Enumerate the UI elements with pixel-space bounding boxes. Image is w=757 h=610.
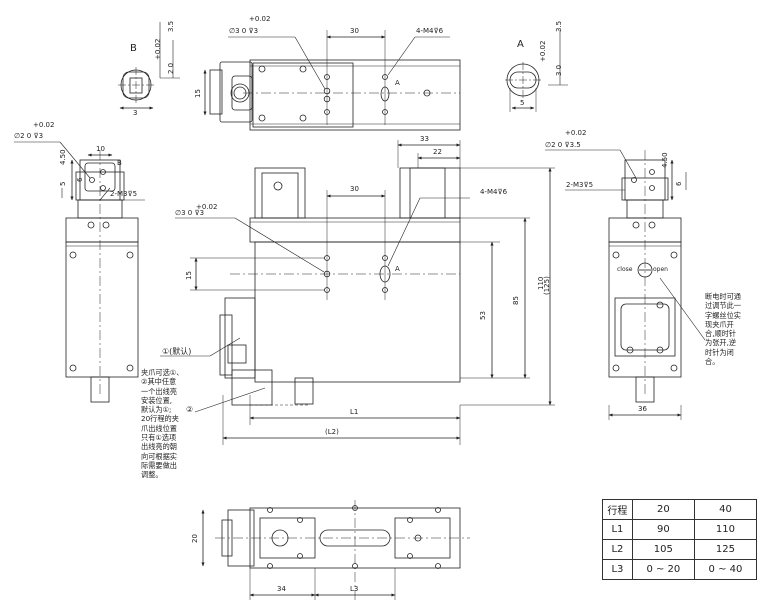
detail-a-dim-5: 5 xyxy=(520,99,525,107)
left-dim-10: 10 xyxy=(96,145,105,153)
left-mark-b: B xyxy=(117,159,122,167)
top-dia-label: ∅3 0 ⊽3 xyxy=(229,27,259,35)
right-dim-6: 6 xyxy=(675,181,683,186)
detail-b-tol: +0.02 xyxy=(154,38,162,60)
right-note: 断电时可通 过调节此一 字螺丝位实 现夹爪开 合,顺时针 为张开,逆 时针为闭 … xyxy=(705,292,741,367)
top-thread-label: 4-M4⊽6 xyxy=(416,27,444,35)
table-cell: L1 xyxy=(602,519,633,540)
front-view xyxy=(160,140,555,445)
detail-b-dim-35: 3.5 xyxy=(167,20,175,32)
front-dim-l1: L1 xyxy=(350,408,359,416)
left-thread: 2-M3⊽5 xyxy=(110,190,138,198)
detail-b-title: B xyxy=(130,43,137,54)
table-header-cell: 行程 xyxy=(602,499,633,520)
front-dim-85: 85 xyxy=(512,296,520,305)
detail-a-title: A xyxy=(517,39,524,50)
table-header-cell: 40 xyxy=(693,499,757,520)
left-dia: ∅2 0 ⊽3 xyxy=(14,132,44,140)
front-dim-30: 30 xyxy=(350,185,359,193)
left-note: 夹爪可选①、 ②其中任意 一个出线亮 安装位置, 默认为①; 20行程的夹 爪出… xyxy=(141,368,184,480)
detail-b-dim-3: 3 xyxy=(133,109,138,117)
top-mark-a: A xyxy=(395,79,400,87)
table-cell: L2 xyxy=(602,539,633,560)
right-open-label: open xyxy=(653,266,668,273)
table-cell: 0 ~ 20 xyxy=(631,559,695,580)
left-dim-450: 4.50 xyxy=(59,149,67,165)
front-dim-22: 22 xyxy=(433,148,442,156)
front-tol: +0.02 xyxy=(196,203,218,211)
bottom-view xyxy=(201,500,470,600)
stroke-spec-table: 行程 20 40 L1 90 110 L2 105 125 L3 0 ~ 20 … xyxy=(602,499,757,580)
left-dim-5: 5 xyxy=(59,181,67,186)
front-thread: 4-M4⊽6 xyxy=(480,188,508,196)
top-dim-15: 15 xyxy=(194,89,202,98)
detail-b xyxy=(118,22,180,110)
front-dim-l2: (L2) xyxy=(325,428,339,436)
table-header-cell: 20 xyxy=(631,499,695,520)
right-dia: ∅2 0 ⊽3.5 xyxy=(545,141,581,149)
front-dim-125: (125) xyxy=(543,276,551,295)
table-cell: 125 xyxy=(693,539,757,560)
table-cell: 105 xyxy=(631,539,695,560)
right-thread: 2-M3⊽5 xyxy=(566,181,594,189)
bottom-dim-34: 34 xyxy=(277,585,286,593)
right-dim-450: 4.50 xyxy=(661,152,669,168)
table-cell: 0 ~ 40 xyxy=(693,559,757,580)
table-cell: 90 xyxy=(631,519,695,540)
detail-a-tol: +0.02 xyxy=(539,40,547,62)
left-view xyxy=(14,141,145,403)
table-row: L2 105 125 xyxy=(602,539,757,560)
front-mark-a: A xyxy=(395,265,400,273)
left-tol: +0.02 xyxy=(33,121,55,129)
right-tol: +0.02 xyxy=(565,129,587,137)
top-tol-label: +0.02 xyxy=(249,15,271,23)
front-dim-53: 53 xyxy=(479,311,487,320)
table-cell: 110 xyxy=(693,519,757,540)
detail-a xyxy=(505,30,568,112)
front-dim-15: 15 xyxy=(185,271,193,280)
front-default-label: ①(默认) xyxy=(162,347,192,356)
table-header-row: 行程 20 40 xyxy=(602,499,757,520)
table-row: L1 90 110 xyxy=(602,519,757,540)
front-dia: ∅3 0 ⊽3 xyxy=(175,209,205,217)
top-view xyxy=(203,30,461,131)
bottom-dim-20: 20 xyxy=(191,534,199,543)
front-dim-33: 33 xyxy=(420,135,429,143)
detail-a-dim-3: 3 0 xyxy=(555,64,563,76)
table-row: L3 0 ~ 20 0 ~ 40 xyxy=(602,559,757,580)
right-dim-36: 36 xyxy=(638,405,647,413)
detail-b-dim-2: 2 0 xyxy=(167,62,175,74)
bottom-dim-l3: L3 xyxy=(350,585,359,593)
detail-a-dim-35: 3.5 xyxy=(555,20,563,32)
front-mark-2: ② xyxy=(186,405,194,414)
right-view xyxy=(545,149,706,420)
table-cell: L3 xyxy=(602,559,633,580)
right-close-label: close xyxy=(617,266,633,273)
top-dim-30: 30 xyxy=(350,27,359,35)
left-dim-6: 6 xyxy=(76,177,84,182)
